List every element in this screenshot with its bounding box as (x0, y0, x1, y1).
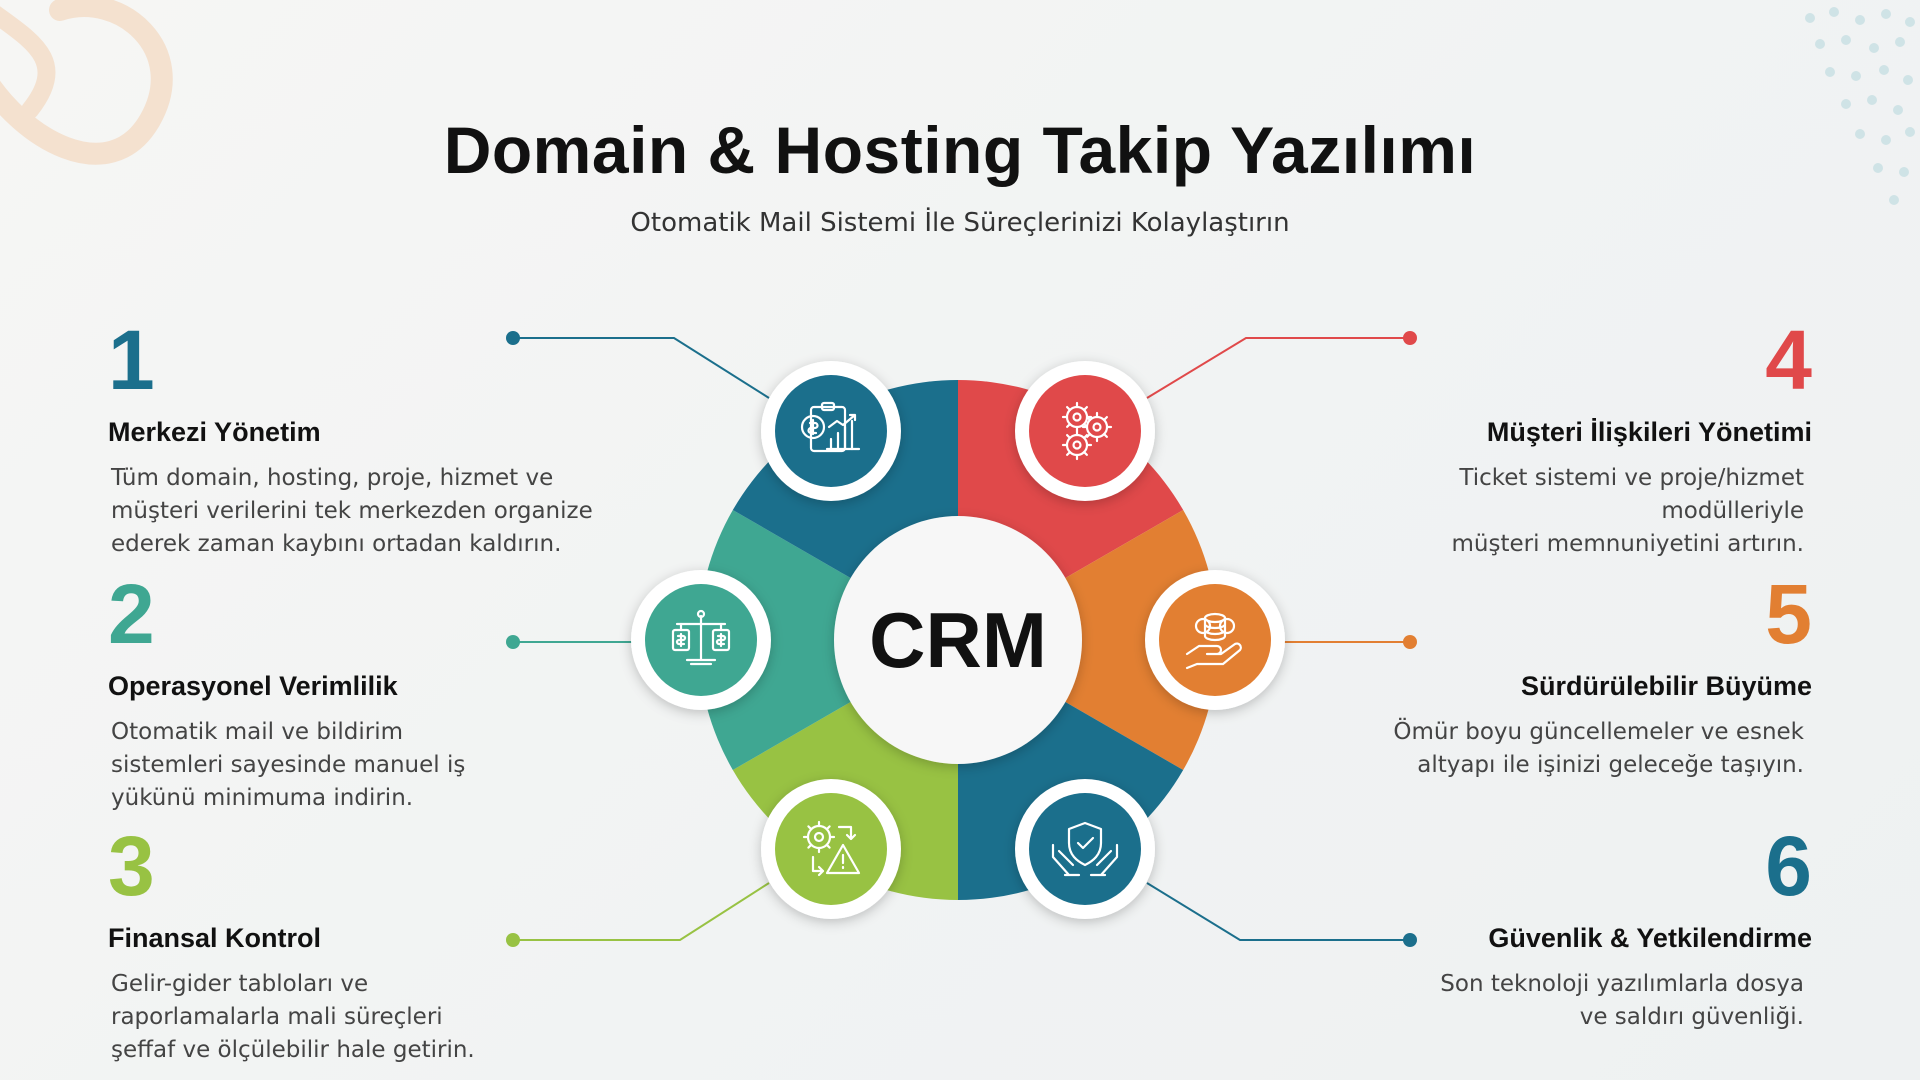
center-circle (834, 516, 1082, 764)
feature-number: 3 (108, 819, 155, 913)
feature-title: Finansal Kontrol (108, 923, 322, 953)
feature-item-6: 6 Güvenlik & Yetkilendirme Son teknoloji… (1312, 824, 1812, 1034)
connector-dot (1403, 331, 1417, 345)
segment-teal (697, 510, 958, 770)
icon-bubble-fill (775, 375, 887, 487)
feature-description: Otomatik mail ve bildirim sistemleri say… (111, 719, 466, 811)
connector-line (1146, 882, 1410, 941)
feature-description: Son teknoloji yazılımlarla dosya ve sald… (1440, 971, 1804, 1030)
connector-line (513, 337, 770, 399)
feature-number: 6 (1765, 819, 1812, 913)
feature-title: Merkezi Yönetim (108, 417, 321, 447)
gears-icon (1061, 401, 1113, 461)
gear-warning-icon (802, 820, 861, 877)
decorative-loops (0, 0, 173, 165)
feature-item-3: 3 Finansal Kontrol Gelir-gider tabloları… (108, 824, 608, 1067)
decorative-dots (1805, 7, 1915, 205)
icon-bubble-fill (1029, 793, 1141, 905)
page-subtitle: Otomatik Mail Sistemi İle Süreçlerinizi … (630, 208, 1290, 238)
feature-item-1: 1 Merkezi Yönetim Tüm domain, hosting, p… (108, 318, 608, 561)
feature-item-4: 4 Müşteri İlişkileri Yönetimi Ticket sis… (1312, 318, 1812, 561)
connector-dot (506, 331, 520, 345)
feature-description: Gelir-gider tabloları ve raporlamalarla … (111, 971, 475, 1063)
hand-coins-icon (1185, 612, 1242, 670)
feature-description: Ticket sistemi ve proje/hizmet modülleri… (1451, 465, 1804, 557)
feature-number: 5 (1765, 567, 1812, 661)
connector-line (513, 882, 770, 941)
feature-number: 4 (1765, 313, 1812, 407)
page-title: Domain & Hosting Takip Yazılımı (443, 113, 1477, 187)
feature-item-5: 5 Sürdürülebilir Büyüme Ömür boyu güncel… (1312, 572, 1812, 782)
balance-scale-icon (671, 609, 731, 666)
shield-hands-icon (1051, 821, 1119, 877)
connector-dot (1403, 933, 1417, 947)
connector-dot (1403, 635, 1417, 649)
financial-report-icon (800, 401, 861, 453)
icon-bubble-fill (775, 793, 887, 905)
feature-title: Müşteri İlişkileri Yönetimi (1486, 417, 1812, 447)
connector-dot (506, 635, 520, 649)
center-label: CRM (869, 596, 1047, 684)
feature-number: 1 (108, 313, 155, 407)
feature-description: Tüm domain, hosting, proje, hizmet ve mü… (111, 465, 593, 557)
feature-number: 2 (108, 567, 155, 661)
connector-dot (506, 933, 520, 947)
feature-title: Güvenlik & Yetkilendirme (1488, 923, 1812, 953)
connector-line (1146, 337, 1410, 399)
icon-bubble-fill (1029, 375, 1141, 487)
feature-item-2: 2 Operasyonel Verimlilik Otomatik mail v… (108, 572, 608, 815)
feature-description: Ömür boyu güncellemeler ve esnek altyapı… (1393, 719, 1804, 778)
feature-title: Operasyonel Verimlilik (108, 671, 398, 701)
segment-orange (958, 510, 1218, 770)
feature-title: Sürdürülebilir Büyüme (1520, 671, 1812, 701)
